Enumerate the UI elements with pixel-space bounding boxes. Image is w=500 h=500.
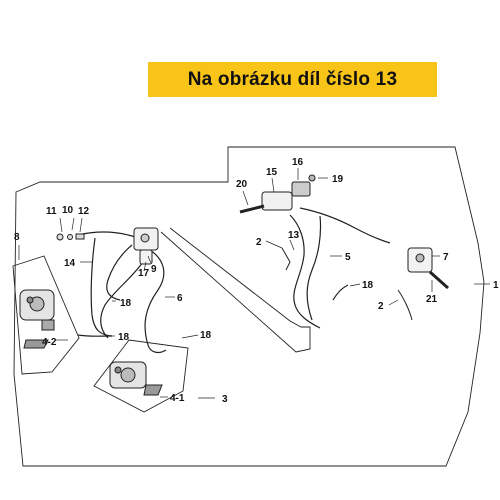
callout-19: 19 <box>332 174 344 185</box>
frame-lower-subgroup <box>93 339 189 413</box>
bolt-parts-left <box>56 233 85 241</box>
callout-7: 7 <box>443 252 449 263</box>
callout-9: 9 <box>151 264 157 275</box>
callout-13: 13 <box>288 230 300 241</box>
frame-diagonal-band <box>160 227 311 353</box>
callout-1: 1 <box>493 280 499 291</box>
callout-4-1: 4-1 <box>170 393 185 404</box>
callout-16: 16 <box>292 157 304 168</box>
callout-2-lower: 2 <box>378 301 384 312</box>
leader-lines <box>18 168 490 399</box>
left-master-cylinder <box>133 227 159 265</box>
callout-18-c: 18 <box>200 330 212 341</box>
callout-17: 17 <box>138 268 150 279</box>
callout-12: 12 <box>78 206 90 217</box>
callout-14: 14 <box>64 258 76 269</box>
callout-10: 10 <box>62 205 74 216</box>
callout-11: 11 <box>46 206 57 217</box>
callout-20: 20 <box>236 179 248 190</box>
callout-3: 3 <box>222 394 228 405</box>
caliper-part-3 <box>109 361 163 396</box>
callout-2-upper: 2 <box>256 237 262 248</box>
callout-18-d: 18 <box>362 280 374 291</box>
banner-text: Na obrázku díl číslo 13 <box>187 68 398 90</box>
callout-15: 15 <box>266 167 278 178</box>
hose-clips-part-2 <box>281 247 413 321</box>
left-hoses <box>77 231 167 354</box>
right-lever-assembly <box>407 247 449 290</box>
callout-5: 5 <box>345 252 351 263</box>
callout-18-a: 18 <box>120 298 132 309</box>
frame-right-group <box>13 146 485 467</box>
frame-left-subgroup <box>12 255 80 375</box>
callout-21: 21 <box>426 294 438 305</box>
callout-8: 8 <box>14 232 20 243</box>
callout-6: 6 <box>177 293 183 304</box>
callout-4-2: 4-2 <box>42 337 57 348</box>
part-number-banner: Na obrázku díl číslo 13 <box>148 62 437 97</box>
caliper-part-8 <box>19 289 55 349</box>
callout-18-b: 18 <box>118 332 130 343</box>
right-hoses <box>289 207 391 329</box>
right-master-cylinder <box>239 174 316 214</box>
